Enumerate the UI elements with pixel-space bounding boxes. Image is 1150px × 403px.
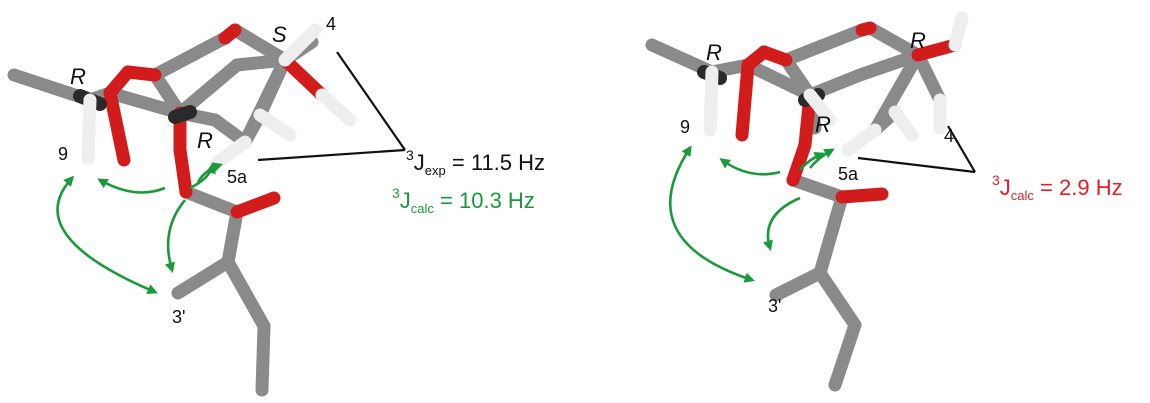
right-atom-label-9: 9 <box>680 117 690 137</box>
right-stereo-label-c3: R <box>815 112 831 137</box>
left-jcalc-label: 3Jcalc = 10.3 Hz <box>392 185 535 216</box>
right-molecule-model <box>645 11 969 392</box>
left-atom-label-9: 9 <box>58 144 68 164</box>
right-jcalc-label: 3Jcalc = 2.9 Hz <box>992 172 1123 203</box>
right-atom-label-4: 4 <box>944 126 954 146</box>
right-atom-label-3prime: 3' <box>768 296 781 316</box>
right-coupling-lines <box>857 125 976 174</box>
left-noe-arrows <box>56 162 223 294</box>
left-coupling-lines <box>257 51 406 162</box>
left-stereo-label-c1: R <box>70 64 86 89</box>
left-molecule-model <box>7 23 357 397</box>
right-atom-label-5a: 5a <box>838 164 859 184</box>
left-atom-label-5a: 5a <box>227 167 248 187</box>
left-atom-label-4: 4 <box>326 14 336 34</box>
left-stereo-label-c2: S <box>272 22 287 47</box>
left-stereo-label-c3: R <box>197 128 213 153</box>
left-conformer: R S R 4 9 5a 3' 3Jexp = 11.5 Hz 3Jcalc =… <box>7 14 545 397</box>
right-conformer: R R R 4 9 5a 3' 3Jcalc = 2.9 Hz <box>645 11 1123 392</box>
left-atom-label-3prime: 3' <box>172 307 185 327</box>
left-jexp-label: 3Jexp = 11.5 Hz <box>406 147 545 178</box>
right-noe-arrows <box>668 145 835 283</box>
right-stereo-label-c1: R <box>706 40 722 65</box>
right-stereo-label-c2: R <box>910 28 926 53</box>
